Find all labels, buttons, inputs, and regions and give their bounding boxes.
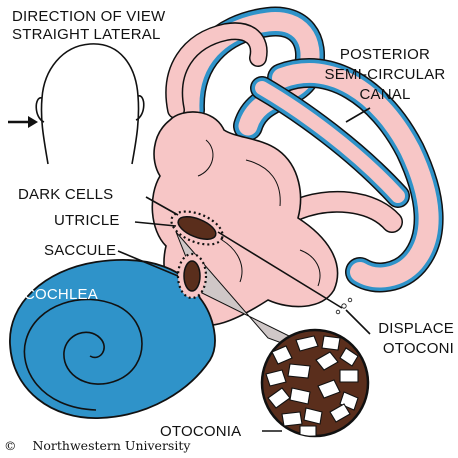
posterior-label-line3: CANAL	[359, 86, 411, 103]
leader-lines	[117, 107, 371, 432]
otoconia-magnified	[260, 328, 370, 438]
direction-label-line2: STRAIGHT LATERAL	[12, 26, 161, 43]
copyright-text: Northwestern University	[32, 438, 191, 453]
posterior-label-line2: SEMI-CIRCULAR	[324, 66, 446, 83]
displaced-otoconia-dots	[335, 297, 353, 315]
copyright-notice: © Northwestern University	[4, 438, 190, 453]
direction-label-line1: DIRECTION OF VIEW	[12, 8, 166, 25]
posterior-semicircular-canal	[165, 6, 444, 293]
cochlea-label: COCHLEA	[24, 286, 98, 303]
dark-cells-label: DARK CELLS	[18, 186, 114, 203]
copyright-symbol: ©	[4, 438, 17, 453]
utricle	[170, 210, 224, 246]
utricle-label: UTRICLE	[54, 212, 120, 229]
direction-arrow	[8, 116, 38, 128]
saccule-label: SACCULE	[44, 242, 117, 259]
cochlea	[9, 259, 216, 419]
displace-label-line2: OTOCONI	[382, 340, 454, 357]
posterior-label-line1: POSTERIOR	[339, 46, 431, 63]
otoconia-label: OTOCONIA	[160, 423, 242, 440]
saccule	[176, 252, 208, 300]
displace-label-line1: DISPLACE	[378, 320, 454, 337]
head-silhouette	[35, 43, 145, 165]
